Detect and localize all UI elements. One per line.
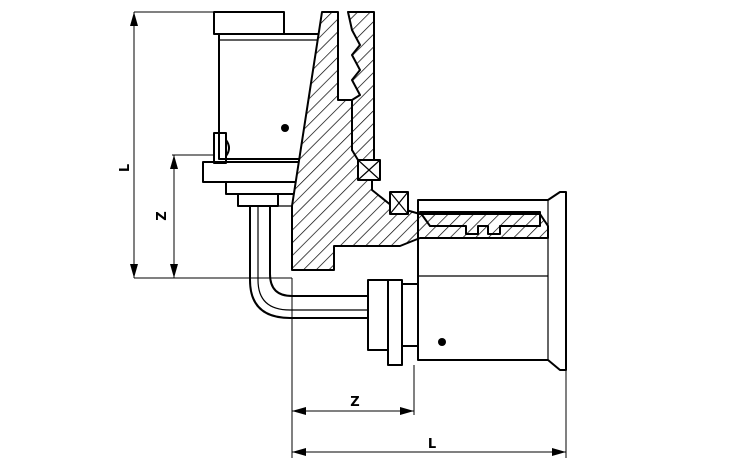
o-ring-top <box>357 159 381 181</box>
dimension-l-horizontal <box>292 370 567 458</box>
dimension-z-horizontal <box>291 278 415 458</box>
viewing-hole-dot-right <box>438 338 446 346</box>
label-z-vertical: Z <box>155 211 170 220</box>
dimension-z-vertical <box>170 154 214 278</box>
fitting-cross-section <box>291 11 549 271</box>
label-z-horizontal: Z <box>350 395 359 410</box>
horizontal-flange-ring <box>367 279 419 366</box>
label-l-vertical: L <box>118 164 133 172</box>
viewing-hole-dot-top <box>281 124 289 132</box>
label-l-horizontal: L <box>428 437 436 452</box>
o-ring-right <box>389 191 409 215</box>
dimension-l-vertical <box>130 11 292 279</box>
